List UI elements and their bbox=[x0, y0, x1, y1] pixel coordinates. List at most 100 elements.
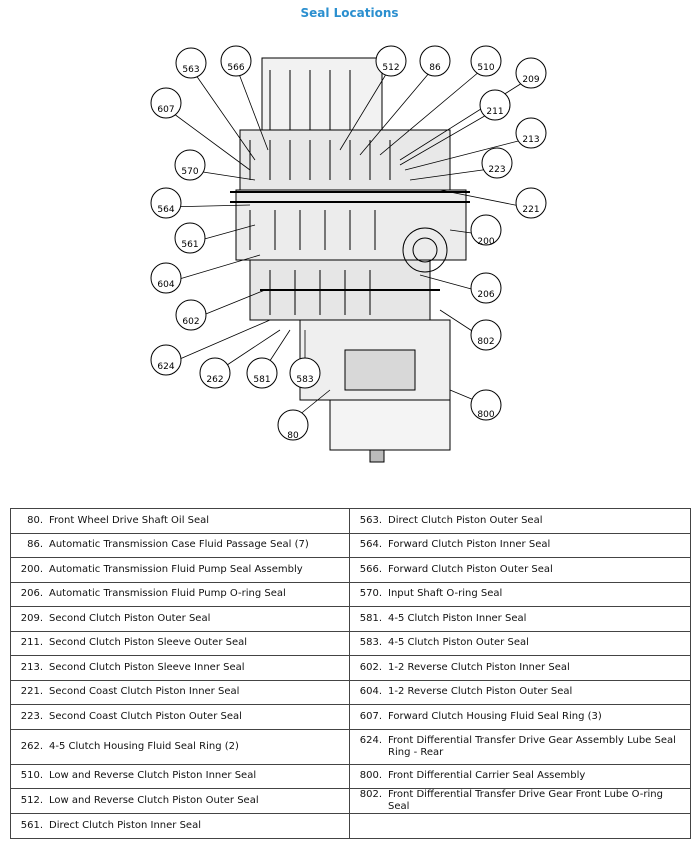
legend-number: 209. bbox=[20, 612, 43, 624]
legend-cell: 213.Second Clutch Piston Sleeve Inner Se… bbox=[10, 655, 350, 681]
callout-583: 583 bbox=[289, 357, 321, 389]
legend-row: 213.Second Clutch Piston Sleeve Inner Se… bbox=[10, 655, 691, 681]
legend-description: Direct Clutch Piston Inner Seal bbox=[49, 819, 201, 831]
page-title: Seal Locations bbox=[300, 6, 399, 20]
svg-text:206: 206 bbox=[477, 290, 494, 300]
legend-description: Front Differential Transfer Drive Gear F… bbox=[388, 789, 663, 812]
svg-text:800: 800 bbox=[477, 410, 494, 420]
legend-description: Second Clutch Piston Sleeve Outer Seal bbox=[49, 637, 248, 649]
callout-566: 566 bbox=[220, 45, 252, 77]
callout-561: 561 bbox=[174, 222, 206, 254]
legend-cell: 802. Front Differential Transfer Drive Ge… bbox=[349, 788, 691, 814]
legend-description: 1-2 Reverse Clutch Piston Outer Seal bbox=[388, 686, 573, 698]
legend-cell: 566.Forward Clutch Piston Outer Seal bbox=[349, 557, 691, 583]
callout-200: 200 bbox=[470, 214, 502, 247]
callout-213: 213 bbox=[515, 117, 547, 149]
legend-description: Low and Reverse Clutch Piston Outer Seal bbox=[49, 795, 259, 806]
svg-text:80: 80 bbox=[287, 431, 299, 441]
legend-row: 206. Automatic Transmission Fluid Pump O-… bbox=[10, 581, 691, 607]
callout-581: 581 bbox=[246, 357, 278, 389]
callout-86: 86 bbox=[419, 45, 451, 77]
legend-description: Automatic Transmission Fluid Pump O-ring… bbox=[49, 588, 286, 600]
legend-description: Input Shaft O-ring Seal bbox=[388, 588, 503, 600]
legend-description: Automatic Transmission Case Fluid Passag… bbox=[49, 539, 309, 551]
legend-description: 1-2 Reverse Clutch Piston Inner Seal bbox=[388, 661, 570, 673]
callout-209: 209 bbox=[515, 57, 547, 89]
legend-number: 86. bbox=[27, 539, 43, 551]
legend-description: Front Differential Transfer Drive Gear A… bbox=[388, 734, 676, 758]
svg-text:221: 221 bbox=[522, 205, 539, 215]
legend-cell bbox=[349, 813, 691, 839]
legend-number: 223. bbox=[20, 710, 43, 722]
svg-text:561: 561 bbox=[181, 240, 198, 250]
callout-604: 604 bbox=[150, 262, 182, 294]
legend-description: Direct Clutch Piston Outer Seal bbox=[388, 514, 543, 526]
svg-text:262: 262 bbox=[206, 375, 223, 385]
legend-description: Second Coast Clutch Piston Inner Seal bbox=[49, 686, 240, 698]
legend-description: 4-5 Clutch Piston Outer Seal bbox=[388, 637, 529, 649]
svg-text:802: 802 bbox=[477, 337, 494, 347]
svg-text:512: 512 bbox=[382, 63, 399, 73]
legend-cell: 581.4-5 Clutch Piston Inner Seal bbox=[349, 606, 691, 632]
callout-802: 802 bbox=[470, 319, 502, 351]
legend-cell: 223. Second Coast Clutch Piston Outer Sea… bbox=[10, 704, 350, 730]
legend-number: 206. bbox=[20, 588, 43, 600]
legend-number: 213. bbox=[20, 661, 43, 673]
svg-text:563: 563 bbox=[182, 65, 199, 75]
legend-cell: 604. 1-2 Reverse Clutch Piston Outer Seal bbox=[349, 679, 691, 705]
legend-row: 211. Second Clutch Piston Sleeve Outer Se… bbox=[10, 630, 691, 656]
svg-text:564: 564 bbox=[157, 205, 174, 215]
svg-text:211: 211 bbox=[486, 107, 503, 117]
legend-description: Second Coast Clutch Piston Outer Seal bbox=[49, 710, 242, 722]
callout-211: 211 bbox=[479, 89, 511, 121]
callout-602: 602 bbox=[175, 299, 207, 331]
legend-number: 211. bbox=[20, 637, 43, 649]
legend-row: 510.Low and Reverse Clutch Piston Inner … bbox=[10, 763, 691, 789]
legend-row: 221. Second Coast Clutch Piston Inner Sea… bbox=[10, 679, 691, 705]
callout-221: 221 bbox=[515, 187, 547, 219]
legend-cell: 561. Direct Clutch Piston Inner Seal bbox=[10, 813, 350, 839]
legend-row: 200. Automatic Transmission Fluid Pump Se… bbox=[10, 557, 691, 583]
svg-text:510: 510 bbox=[477, 63, 494, 73]
svg-text:209: 209 bbox=[522, 75, 539, 85]
legend-cell: 607.Forward Clutch Housing Fluid Seal Ri… bbox=[349, 704, 691, 730]
legend-row: 86. Automatic Transmission Case Fluid Pas… bbox=[10, 532, 691, 558]
legend-cell: 564.Forward Clutch Piston Inner Seal bbox=[349, 532, 691, 558]
legend-number: 800. bbox=[359, 770, 382, 782]
legend-cell: 200. Automatic Transmission Fluid Pump Se… bbox=[10, 557, 350, 583]
legend-cell: 512.Low and Reverse Clutch Piston Outer … bbox=[10, 788, 350, 814]
legend-number: 200. bbox=[20, 563, 43, 575]
legend-description: Forward Clutch Piston Outer Seal bbox=[388, 563, 553, 575]
legend-number: 221. bbox=[20, 686, 43, 698]
legend-cell: 602.1-2 Reverse Clutch Piston Inner Seal bbox=[349, 655, 691, 681]
callout-607: 607 bbox=[150, 87, 182, 119]
transmission-illustration bbox=[230, 57, 470, 463]
legend-cell: 80. Front Wheel Drive Shaft Oil Seal bbox=[10, 508, 350, 534]
legend-number: 802. bbox=[359, 789, 382, 800]
callout-80: 80 bbox=[277, 409, 309, 441]
legend-description: 4-5 Clutch Piston Inner Seal bbox=[388, 612, 527, 624]
legend-number: 564. bbox=[359, 539, 382, 551]
legend-number: 561. bbox=[20, 819, 43, 831]
svg-text:566: 566 bbox=[227, 63, 244, 73]
legend-cell: 221. Second Coast Clutch Piston Inner Sea… bbox=[10, 679, 350, 705]
legend-row: 80. Front Wheel Drive Shaft Oil Seal 563.D… bbox=[10, 508, 691, 534]
legend-number: 80. bbox=[27, 514, 43, 526]
svg-text:602: 602 bbox=[182, 317, 199, 327]
legend-description: 4-5 Clutch Housing Fluid Seal Ring (2) bbox=[49, 740, 239, 752]
legend-description: Front Differential Carrier Seal Assembly bbox=[388, 770, 586, 782]
legend-cell: 206. Automatic Transmission Fluid Pump O-… bbox=[10, 581, 350, 607]
legend-cell: 563.Direct Clutch Piston Outer Seal bbox=[349, 508, 691, 534]
legend-number: 604. bbox=[359, 686, 382, 698]
legend-cell: 209.Second Clutch Piston Outer Seal bbox=[10, 606, 350, 632]
legend-number: 262. bbox=[20, 740, 43, 752]
legend-description: Automatic Transmission Fluid Pump Seal A… bbox=[49, 563, 303, 575]
legend-number: 583. bbox=[359, 637, 382, 649]
callout-624: 624 bbox=[150, 344, 182, 376]
svg-text:213: 213 bbox=[522, 135, 539, 145]
legend-number: 570. bbox=[359, 588, 382, 600]
legend-number: 607. bbox=[359, 710, 382, 722]
legend-row: 561. Direct Clutch Piston Inner Seal bbox=[10, 813, 691, 839]
legend-description: Low and Reverse Clutch Piston Inner Seal bbox=[49, 770, 257, 782]
legend-description: Front Wheel Drive Shaft Oil Seal bbox=[49, 514, 210, 526]
